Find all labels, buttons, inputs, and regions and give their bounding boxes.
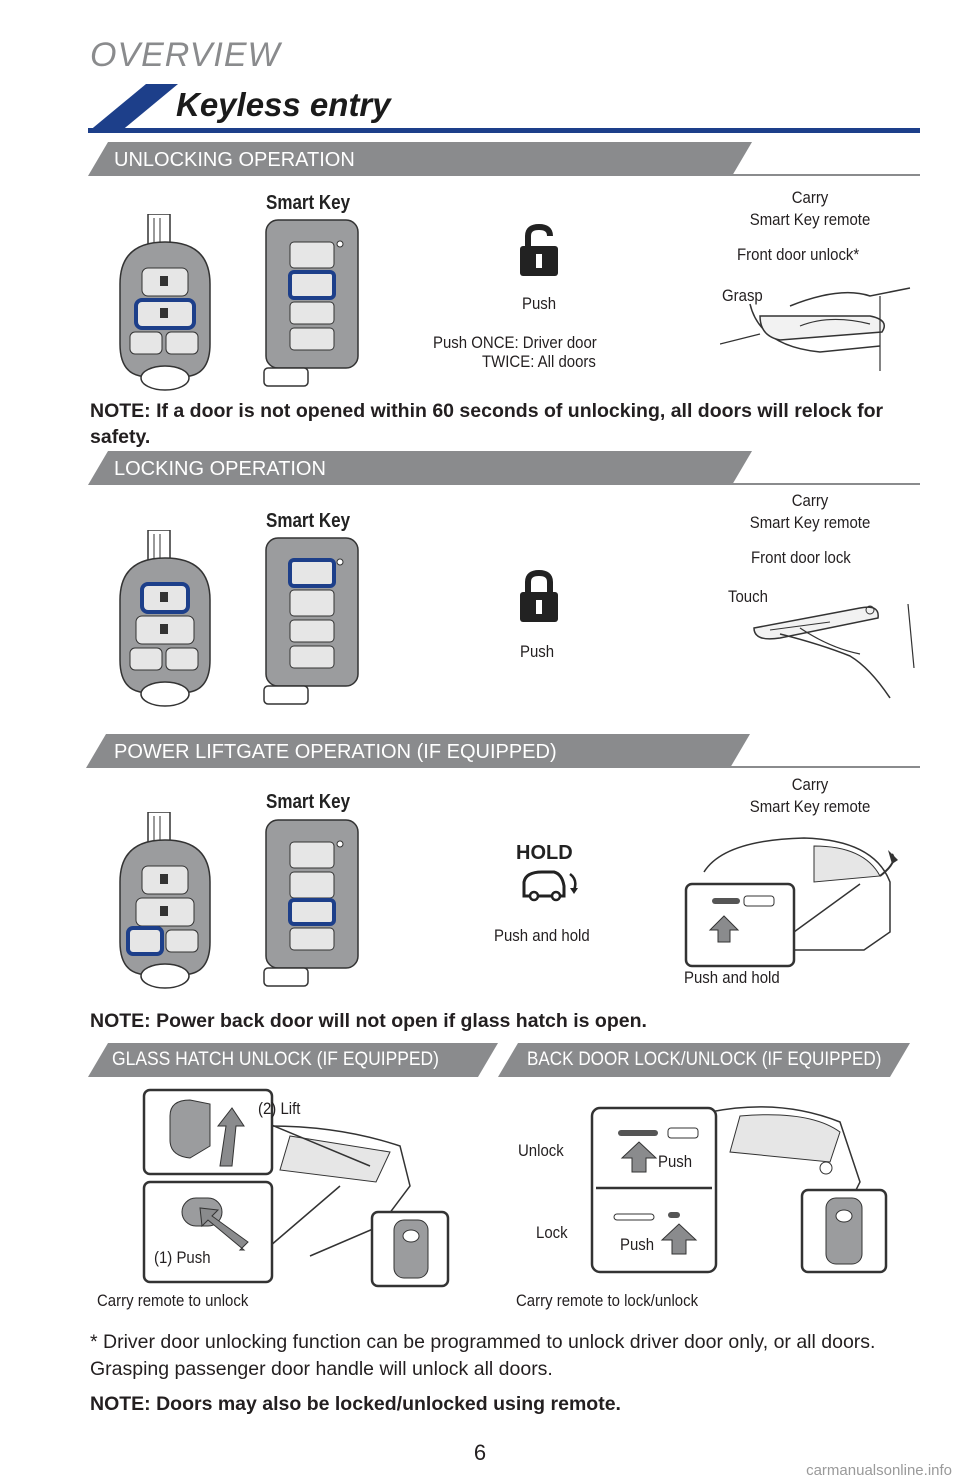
liftgate-push-hold-label-2: Push and hold (684, 968, 780, 987)
lift-label: (2) Lift (258, 1099, 301, 1118)
footnote-driver-door: * Driver door unlocking function can be … (90, 1331, 876, 1380)
lock-banner-shape (88, 451, 920, 485)
unlock-push-detail-2: TWICE: All doors (482, 352, 596, 371)
key-fob-lock (119, 530, 211, 707)
smart-key-label-liftgate: Smart Key (266, 791, 351, 813)
glass-push-label: (1) Push (154, 1248, 211, 1267)
back-door-banner: BACK DOOR LOCK/UNLOCK (IF EQUIPPED) (527, 1049, 882, 1070)
smart-key-liftgate (263, 819, 359, 987)
unlock-carry-label: Carry (791, 188, 829, 207)
smart-key-unlock (263, 219, 359, 387)
unlock-push-label: Push (522, 294, 557, 313)
front-door-unlock-label: Front door unlock* (737, 245, 860, 264)
lock-icon (520, 570, 558, 622)
door-handle-grasp-illustration (720, 287, 911, 371)
lock-push-label: Push (520, 642, 555, 661)
note-glass-hatch: NOTE: Power back door will not open if g… (90, 1010, 647, 1032)
back-door-unlock-label: Unlock (518, 1141, 564, 1160)
lock-carry-label-2: Smart Key remote (749, 513, 871, 532)
front-door-lock-label: Front door lock (751, 548, 851, 567)
title-bar (88, 84, 920, 133)
unlock-push-detail-1: Push ONCE: Driver door (433, 333, 597, 352)
unlock-banner-shape (88, 142, 920, 176)
dual-banner-shape (88, 1043, 910, 1077)
key-fob-liftgate (119, 812, 211, 989)
smart-key-label-lock: Smart Key (266, 510, 351, 532)
lock-banner: LOCKING OPERATION (114, 458, 326, 480)
note-relock: NOTE: If a door is not opened within 60 … (90, 400, 884, 448)
back-door-lock-label: Lock (536, 1223, 568, 1242)
liftgate-icon (522, 870, 578, 902)
smart-key-lock (263, 537, 359, 705)
page-title: Keyless entry (176, 86, 391, 123)
liftgate-carry-label-2: Smart Key remote (749, 797, 871, 816)
liftgate-push-hold-label: Push and hold (494, 926, 590, 945)
carry-to-unlock-label: Carry remote to unlock (97, 1291, 249, 1310)
grasp-label: Grasp (722, 286, 763, 305)
unlock-carry-label-2: Smart Key remote (749, 210, 871, 229)
door-handle-touch-illustration (753, 603, 915, 699)
lock-carry-label: Carry (791, 491, 829, 510)
carry-to-lock-unlock-label: Carry remote to lock/unlock (516, 1291, 699, 1310)
watermark: carmanualsonline.info (806, 1462, 952, 1479)
liftgate-carry-label: Carry (791, 775, 829, 794)
note-remote: NOTE: Doors may also be locked/unlocked … (90, 1393, 621, 1415)
liftgate-vehicle-illustration (684, 837, 898, 968)
glass-hatch-banner: GLASS HATCH UNLOCK (IF EQUIPPED) (112, 1049, 440, 1070)
liftgate-banner: POWER LIFTGATE OPERATION (IF EQUIPPED) (114, 741, 557, 763)
unlock-icon (520, 224, 558, 276)
back-door-illustration (590, 1106, 888, 1274)
touch-label: Touch (728, 587, 768, 606)
back-door-push-bottom-label: Push (620, 1235, 655, 1254)
smart-key-label: Smart Key (266, 192, 351, 214)
overview-heading: OVERVIEW (90, 36, 281, 74)
key-fob-unlock (119, 214, 211, 391)
back-door-push-top-label: Push (658, 1152, 693, 1171)
hold-label: HOLD (516, 842, 573, 864)
page-number: 6 (473, 1440, 487, 1465)
unlock-banner: UNLOCKING OPERATION (114, 149, 355, 171)
glass-hatch-illustration (142, 1088, 450, 1288)
liftgate-banner-shape (86, 734, 920, 768)
